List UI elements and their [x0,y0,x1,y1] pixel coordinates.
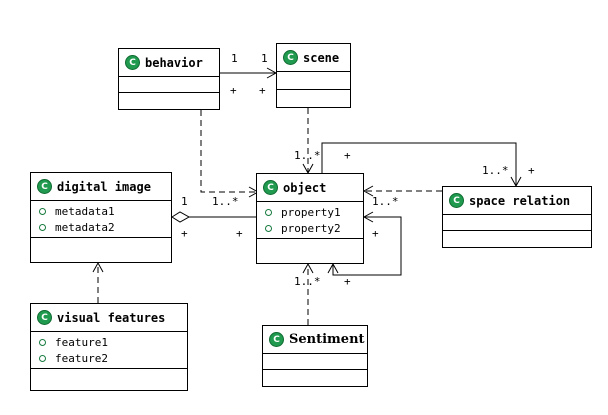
public-attribute-icon [39,338,46,346]
attribute-compartment [119,77,219,93]
object-self-arrowhead-bottom [327,262,339,274]
class-name: visual features [57,310,166,325]
class-space-relation[interactable]: C space relation [442,186,592,248]
class-sentiment[interactable]: C Sentiment [262,325,368,387]
visibility-label: + [528,164,535,177]
class-digital-image[interactable]: C digital image metadata1 metadata2 [30,172,172,263]
object-space-association [321,142,517,186]
attribute: metadata2 [31,219,171,235]
class-scene[interactable]: C scene [276,43,351,108]
class-header: C space relation [443,187,591,215]
multiplicity-label: 1..* [294,275,321,288]
attribute: feature2 [31,350,187,366]
attribute: metadata1 [31,203,171,219]
class-header: C object [257,174,363,202]
class-name: behavior [145,55,203,70]
attribute-compartment [443,215,591,231]
public-attribute-icon [265,208,272,216]
class-object[interactable]: C object property1 property2 [256,173,364,264]
class-icon: C [125,55,140,70]
class-header: C visual features [31,304,187,332]
visibility-label: + [344,149,351,162]
public-attribute-icon [265,224,272,232]
operation-compartment [263,370,367,386]
class-name: scene [303,50,340,65]
public-attribute-icon [39,354,46,362]
operation-compartment [257,239,363,261]
class-header: C scene [277,44,350,72]
class-icon: C [283,50,298,65]
multiplicity-label: 1..* [294,149,321,162]
class-name: object [283,180,327,195]
class-name: space relation [469,193,571,208]
class-header: C behavior [119,49,219,77]
public-attribute-icon [39,207,46,215]
class-header: C digital image [31,173,171,201]
visibility-label: + [236,227,243,240]
operation-compartment [443,231,591,247]
attribute-compartment [277,72,350,90]
visibility-label: + [181,227,188,240]
object-self-association [332,216,402,276]
class-icon: C [37,179,52,194]
attribute-compartment: feature1 feature2 [31,332,187,369]
operation-compartment [31,369,187,388]
operation-compartment [277,90,350,108]
attribute-compartment [263,354,367,370]
multiplicity-label: 1 [181,195,188,208]
multiplicity-label: 1..* [212,195,239,208]
attribute: property1 [257,204,363,220]
class-behavior[interactable]: C behavior [118,48,220,110]
operation-compartment [31,238,171,260]
attribute-compartment: metadata1 metadata2 [31,201,171,238]
public-attribute-icon [39,223,46,231]
sentiment-object-arrowhead [302,262,314,274]
features-image-arrowhead [92,261,104,273]
class-icon: C [269,332,284,347]
visibility-label: + [259,84,266,97]
behavior-object-dependency [200,110,258,193]
object-self-arrowhead-top [362,211,374,223]
operation-compartment [119,93,219,109]
class-icon: C [449,193,464,208]
aggregation-diamond [171,211,191,223]
attribute: feature1 [31,334,187,350]
multiplicity-label: 1..* [482,164,509,177]
space-object-arrowhead [362,185,374,197]
attribute: property2 [257,220,363,236]
multiplicity-label: 1..* [372,195,399,208]
class-icon: C [263,180,278,195]
multiplicity-label: 1 [231,52,238,65]
class-visual-features[interactable]: C visual features feature1 feature2 [30,303,188,391]
class-name: Sentiment [289,332,365,347]
class-icon: C [37,310,52,325]
visibility-label: + [372,227,379,240]
multiplicity-label: 1 [261,52,268,65]
attribute-compartment: property1 property2 [257,202,363,239]
class-name: digital image [57,179,151,194]
visibility-label: + [344,275,351,288]
class-header: C Sentiment [263,326,367,354]
visibility-label: + [230,84,237,97]
